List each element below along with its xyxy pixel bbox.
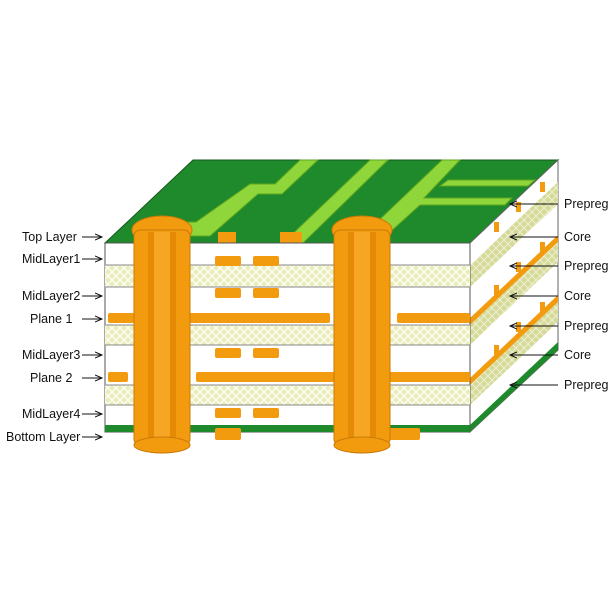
midlayer3-pad-b bbox=[253, 348, 279, 358]
label-top-layer: Top Layer bbox=[22, 230, 77, 244]
top-edge-pad-1 bbox=[218, 232, 236, 243]
right-labels: Prepreg Core Prepreg Core Prepreg Core P… bbox=[510, 197, 609, 392]
left-labels: Top Layer MidLayer1 MidLayer2 Plane 1 Mi… bbox=[6, 230, 102, 444]
plane1-copper-right bbox=[397, 313, 470, 323]
top-trace-4 bbox=[438, 179, 537, 187]
via-right bbox=[333, 229, 391, 454]
midlayer1-pad-b bbox=[253, 256, 279, 266]
side-copper-plane-2 bbox=[470, 295, 558, 385]
label-core-1: Core bbox=[564, 230, 591, 244]
label-prepreg-2: Prepreg bbox=[564, 259, 609, 273]
midlayer2-pad-a bbox=[215, 288, 241, 298]
plane2-copper-right bbox=[196, 372, 470, 382]
label-plane1: Plane 1 bbox=[30, 312, 72, 326]
bottom-pad-a bbox=[215, 428, 241, 440]
bottom-solder-mask bbox=[105, 425, 470, 432]
label-midlayer3: MidLayer3 bbox=[22, 348, 80, 362]
label-prepreg-4: Prepreg bbox=[564, 378, 609, 392]
midlayer2-pad-b bbox=[253, 288, 279, 298]
top-trace-1 bbox=[169, 159, 320, 237]
label-midlayer1: MidLayer1 bbox=[22, 252, 80, 266]
midlayer4-pad-a bbox=[215, 408, 241, 418]
via-left bbox=[133, 229, 191, 454]
plane2-copper-left bbox=[108, 372, 128, 382]
label-bottom-layer: Bottom Layer bbox=[6, 430, 80, 444]
top-edge-pad-2 bbox=[280, 232, 302, 243]
label-core-2: Core bbox=[564, 289, 591, 303]
label-core-3: Core bbox=[564, 348, 591, 362]
midlayer1-pad-a bbox=[215, 256, 241, 266]
label-prepreg-3: Prepreg bbox=[564, 319, 609, 333]
front-face bbox=[104, 229, 471, 454]
midlayer4-pad-b bbox=[253, 408, 279, 418]
side-copper-plane-1 bbox=[470, 235, 558, 325]
label-plane2: Plane 2 bbox=[30, 371, 72, 385]
label-prepreg-1: Prepreg bbox=[564, 197, 609, 211]
label-midlayer2: MidLayer2 bbox=[22, 289, 80, 303]
label-midlayer4: MidLayer4 bbox=[22, 407, 80, 421]
midlayer3-pad-a bbox=[215, 348, 241, 358]
